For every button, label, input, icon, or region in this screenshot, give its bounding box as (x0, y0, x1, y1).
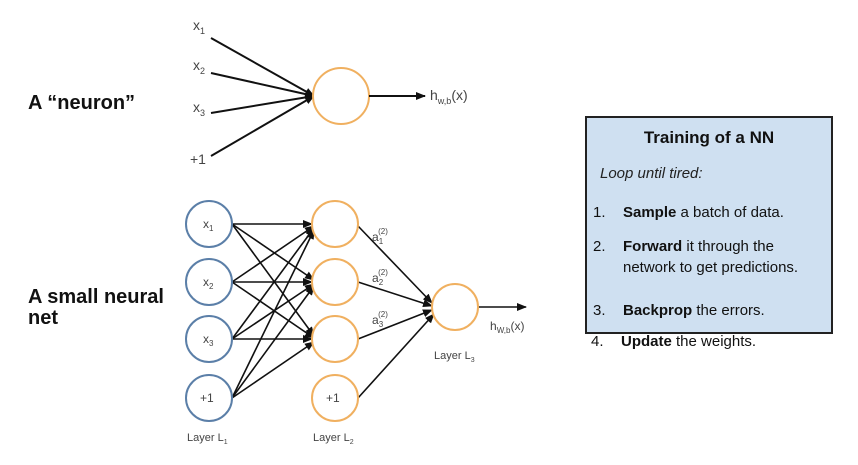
layer2-node-bias (311, 374, 359, 422)
neuron-node (312, 67, 370, 125)
layer-label-l3: Layer L3 (434, 350, 475, 364)
step-number: 1. (593, 204, 606, 221)
neuron-title: A “neuron” (28, 92, 136, 114)
neuron-edge-bias (210, 95, 315, 157)
training-box-subtitle: Loop until tired: (600, 165, 703, 182)
step-item: 4. Update the weights. (591, 331, 826, 352)
activation-a2: a2(2) (372, 268, 388, 287)
neural-net-diagram: x1 x2 x3 +1 +1 a1(2) a2(2) a3(2) hW,b(x)… (185, 200, 527, 446)
layer1-label-x3: x3 (203, 332, 214, 348)
neuron-edge-x3 (210, 93, 315, 114)
step-number: 4. (591, 333, 604, 350)
neuron-output-label: hw,b(x) (430, 87, 468, 106)
layer-label-l2: Layer L2 (313, 432, 354, 446)
step-text: the errors. (692, 302, 765, 319)
activation-a1: a1(2) (372, 227, 388, 246)
neuron-input-x2: x2 (193, 57, 205, 76)
activation-a3: a3(2) (372, 310, 388, 329)
step-text: a batch of data. (676, 204, 784, 221)
step-number: 2. (593, 238, 606, 255)
step-number: 3. (593, 302, 606, 319)
step-keyword: Forward (623, 238, 683, 255)
step-item: 2. Forward it through the network to get … (593, 236, 828, 278)
neuron-input-x3: x3 (193, 99, 205, 118)
step-keyword: Update (621, 333, 672, 350)
single-neuron-diagram: x1 x2 x3 +1 hw,b(x) (190, 17, 468, 167)
net-output-label: hW,b(x) (490, 319, 524, 335)
training-box-title: Training of a NN (643, 128, 775, 147)
layer2-label-bias: +1 (326, 391, 340, 405)
neuron-edge-x1 (210, 37, 315, 97)
neuron-edge-x2 (210, 72, 315, 98)
layer1-label-x2: x2 (203, 275, 214, 291)
step-item: 1. Sample a batch of data. (593, 202, 828, 223)
layer2-node-3 (311, 315, 359, 363)
layer-label-l1: Layer L1 (187, 432, 228, 446)
step-item: 3. Backprop the errors. (593, 300, 828, 321)
neuron-input-x1: x1 (193, 17, 205, 36)
layer2-node-1 (311, 200, 359, 248)
step-keyword: Backprop (623, 302, 693, 319)
step-text: the weights. (671, 333, 757, 350)
neural-net-title: A small neural net (28, 286, 164, 329)
layer1-node-x1 (185, 200, 233, 248)
step-keyword: Sample (623, 204, 677, 221)
neuron-input-bias: +1 (190, 151, 206, 167)
layer1-node-bias (185, 374, 233, 422)
training-box: Training of a NN Loop until tired: 1. Sam… (585, 116, 833, 334)
layer1-label-bias: +1 (200, 391, 214, 405)
layer1-node-x3 (185, 315, 233, 363)
step-text: it through the network to get prediction… (623, 238, 799, 276)
layer1-node-x2 (185, 258, 233, 306)
layer1-label-x1: x1 (203, 217, 214, 233)
layer3-node (431, 283, 479, 331)
layer2-node-2 (311, 258, 359, 306)
